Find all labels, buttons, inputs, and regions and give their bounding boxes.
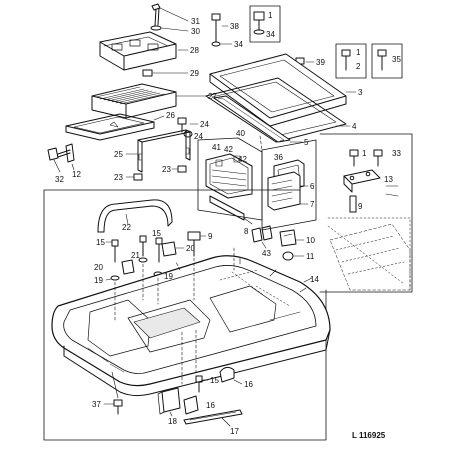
callout-14: 14 bbox=[310, 275, 319, 284]
callout-28: 28 bbox=[190, 46, 199, 55]
part-23-nut bbox=[125, 173, 143, 181]
callout-15-a: 15 bbox=[96, 238, 105, 247]
callout-17: 17 bbox=[230, 427, 239, 436]
part-1-2-35-bolt-set bbox=[335, 43, 403, 79]
callout-5: 5 bbox=[304, 138, 309, 147]
assembly-lines bbox=[114, 135, 263, 385]
part-38-screw bbox=[211, 13, 229, 43]
part-29-nut bbox=[142, 69, 189, 77]
part-22-handle bbox=[97, 199, 173, 233]
callout-40: 40 bbox=[236, 129, 245, 138]
part-30-washer bbox=[150, 25, 162, 31]
part-25-bracket bbox=[125, 129, 191, 173]
part-26-filter-frame bbox=[65, 113, 165, 141]
part-14-roof-shell bbox=[51, 255, 331, 397]
part-34-washer bbox=[211, 41, 221, 47]
callout-29: 29 bbox=[190, 69, 199, 78]
lower-frame bbox=[43, 189, 327, 441]
part-28-filter-lid bbox=[99, 31, 189, 71]
callout-31: 31 bbox=[191, 17, 200, 26]
callout-12: 12 bbox=[72, 170, 81, 179]
inset-detail bbox=[319, 133, 413, 293]
callout-7: 7 bbox=[310, 200, 315, 209]
callout-13: 13 bbox=[384, 175, 393, 184]
part-8-strip bbox=[209, 195, 253, 225]
callout-6: 6 bbox=[310, 182, 315, 191]
callout-1-a: 1 bbox=[268, 11, 273, 20]
callout-34-b: 34 bbox=[234, 40, 243, 49]
figure-reference-code: L 116925 bbox=[352, 431, 386, 440]
callout-20-b: 20 bbox=[186, 244, 195, 253]
callout-27: 27 bbox=[208, 92, 217, 101]
part-17-strip bbox=[183, 409, 243, 427]
callout-1-b: 1 bbox=[356, 48, 361, 57]
part-32-bolt bbox=[47, 147, 71, 173]
callout-16-a: 16 bbox=[244, 380, 253, 389]
callout-30: 30 bbox=[191, 27, 200, 36]
callout-labels: 31 30 28 29 27 26 24 24 25 23 23 32 12 1… bbox=[55, 11, 401, 440]
callout-42-a: 42 bbox=[224, 145, 233, 154]
callout-16-b: 16 bbox=[206, 401, 215, 410]
part-5-strip bbox=[213, 95, 303, 143]
part-3-roof-panel bbox=[209, 53, 357, 127]
callout-2: 2 bbox=[356, 62, 361, 71]
part-37-bolt bbox=[103, 399, 123, 415]
callout-24-a: 24 bbox=[200, 120, 209, 129]
callout-8: 8 bbox=[244, 227, 249, 236]
callout-25: 25 bbox=[114, 150, 123, 159]
part-10-knob bbox=[279, 229, 305, 247]
callout-35: 35 bbox=[392, 55, 401, 64]
callout-34-a: 34 bbox=[266, 30, 275, 39]
callout-9-b: 9 bbox=[208, 232, 213, 241]
part-9-plug bbox=[187, 231, 207, 257]
callout-23-b: 23 bbox=[162, 165, 171, 174]
part-15-screw-c bbox=[195, 375, 209, 393]
part-20-clamp bbox=[121, 241, 185, 275]
callout-4: 4 bbox=[352, 122, 357, 131]
part-36-frame bbox=[261, 139, 317, 231]
callout-10: 10 bbox=[306, 236, 315, 245]
callout-15-c: 15 bbox=[210, 376, 219, 385]
callout-20-a: 20 bbox=[94, 263, 103, 272]
callout-24-b: 24 bbox=[194, 132, 203, 141]
callout-21: 21 bbox=[131, 251, 140, 260]
part-31-screw bbox=[151, 3, 189, 27]
callout-42-b: 42 bbox=[238, 155, 247, 164]
callout-11: 11 bbox=[306, 252, 315, 261]
callout-43: 43 bbox=[262, 249, 271, 258]
part-15-screw-b bbox=[155, 237, 163, 263]
part-27-filter-element bbox=[91, 83, 207, 119]
callout-33: 33 bbox=[392, 149, 401, 158]
part-11-cap bbox=[282, 251, 305, 261]
part-24-nut bbox=[183, 130, 193, 138]
part-24-screw bbox=[177, 117, 199, 133]
part-21-screw bbox=[138, 235, 148, 263]
callout-39: 39 bbox=[316, 58, 325, 67]
part-23-nut-b bbox=[171, 165, 187, 173]
callout-3: 3 bbox=[358, 88, 363, 97]
callout-15-b: 15 bbox=[152, 229, 161, 238]
callout-23-a: 23 bbox=[114, 173, 123, 182]
callout-36: 36 bbox=[274, 153, 283, 162]
callout-37: 37 bbox=[92, 400, 101, 409]
callout-26: 26 bbox=[166, 111, 175, 120]
part-12-clip bbox=[65, 143, 75, 171]
callout-1-c: 1 bbox=[362, 149, 367, 158]
callout-22: 22 bbox=[122, 223, 131, 232]
part-1-bolt bbox=[249, 5, 281, 43]
callout-19-a: 19 bbox=[94, 276, 103, 285]
part-16-clip bbox=[183, 366, 243, 415]
callout-9-a: 9 bbox=[358, 202, 363, 211]
part-15-screw bbox=[105, 239, 119, 263]
callout-18: 18 bbox=[168, 417, 177, 426]
callout-38: 38 bbox=[230, 22, 239, 31]
callout-32: 32 bbox=[55, 175, 64, 184]
callout-41: 41 bbox=[212, 143, 221, 152]
callout-19-b: 19 bbox=[164, 272, 173, 281]
part-43-clip bbox=[251, 225, 273, 249]
part-18-bracket bbox=[157, 387, 181, 417]
